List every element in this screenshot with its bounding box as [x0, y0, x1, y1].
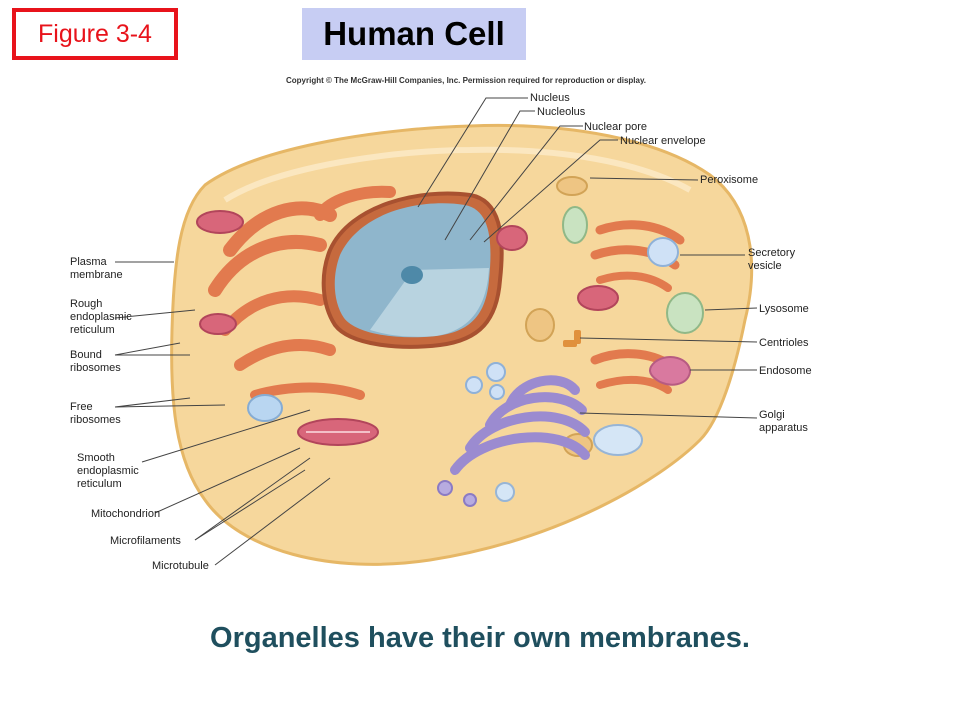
page-title: Human Cell — [302, 8, 526, 60]
label-secretory-vesicle: Secretory vesicle — [748, 247, 798, 272]
nucleolus — [401, 266, 423, 284]
label-smooth-er: Smooth endoplasmic reticulum — [77, 452, 142, 490]
label-lysosome: Lysosome — [759, 303, 809, 315]
figure-label: Figure 3-4 — [12, 8, 178, 60]
centrioles — [563, 330, 581, 347]
label-endosome: Endosome — [759, 365, 812, 377]
endosome — [649, 356, 692, 386]
mitochondria — [196, 210, 619, 446]
leader-lines — [114, 97, 758, 566]
secretory-vesicle — [647, 237, 679, 267]
nucleus — [321, 191, 504, 349]
label-nuclear-pore: Nuclear pore — [584, 121, 647, 133]
label-golgi: Golgi apparatus — [759, 409, 808, 434]
peroxisome — [556, 176, 588, 196]
golgi-apparatus — [437, 375, 590, 507]
label-centrioles: Centrioles — [759, 337, 809, 349]
caption: Organelles have their own membranes. — [210, 622, 750, 654]
label-plasma-membrane: Plasma membrane — [70, 256, 123, 281]
label-microfilaments: Microfilaments — [110, 535, 181, 547]
copyright-notice: Copyright © The McGraw-Hill Companies, I… — [286, 76, 647, 85]
label-peroxisome: Peroxisome — [700, 174, 758, 186]
label-rough-er: Rough endoplasmic reticulum — [70, 298, 135, 336]
lysosome — [666, 292, 704, 334]
label-free-ribosomes: Free ribosomes — [70, 401, 121, 426]
label-bound-ribosomes: Bound ribosomes — [70, 349, 121, 374]
label-mitochondrion: Mitochondrion — [91, 508, 160, 520]
label-nucleolus: Nucleolus — [537, 106, 586, 118]
label-nuclear-envelope: Nuclear envelope — [620, 135, 706, 147]
label-nucleus: Nucleus — [530, 92, 570, 104]
label-microtubule: Microtubule — [152, 560, 209, 572]
labels: Nucleus Nucleolus Nuclear pore Nuclear e… — [70, 92, 812, 572]
cell-body — [170, 124, 754, 566]
